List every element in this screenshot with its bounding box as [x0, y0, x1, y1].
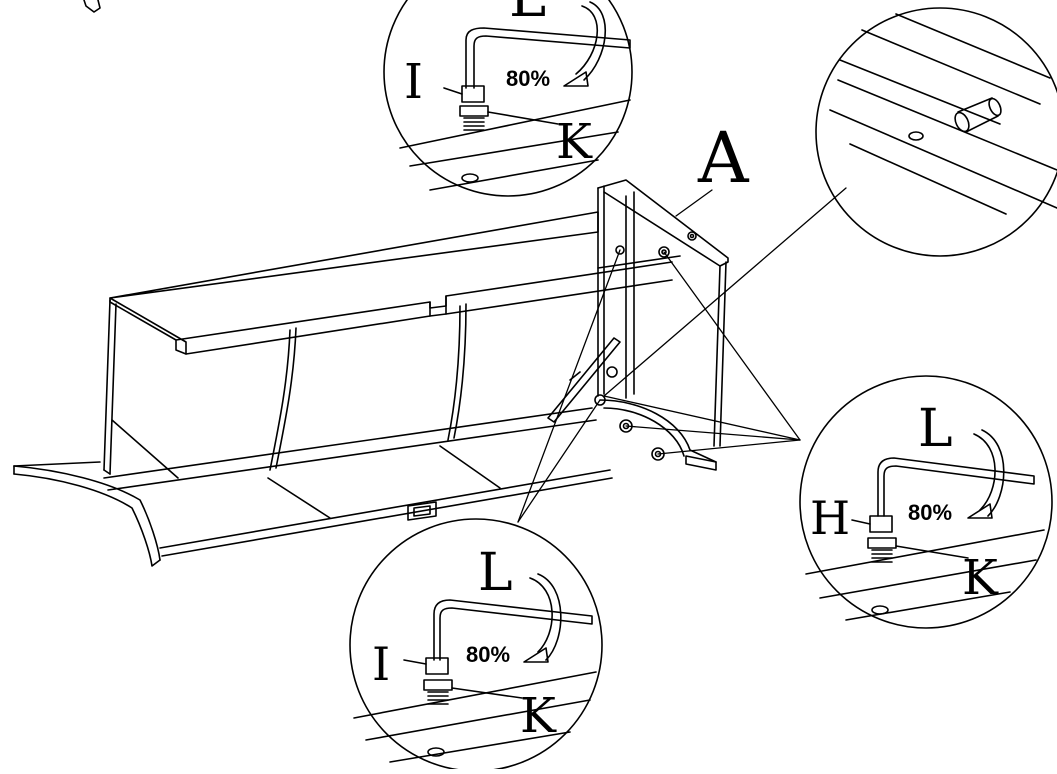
detail-circle-top: L I K 80%	[383, 0, 633, 197]
allen-key-icon	[465, 27, 631, 89]
top-fastener-left-label: I	[404, 54, 423, 110]
bottom-torque-label: 80%	[466, 642, 510, 667]
right-fastener-left-label: H	[810, 491, 850, 545]
bolt-icon	[867, 515, 897, 563]
top-torque-label: 80%	[506, 66, 550, 91]
corner-fragment	[83, 0, 101, 13]
main-frame	[13, 179, 729, 567]
rotate-arrow-icon	[563, 1, 607, 87]
detail-circle-bottom: L I K 80%	[349, 518, 603, 772]
leader-lines	[517, 187, 847, 523]
bottom-tool-label: L	[478, 543, 513, 603]
rotate-arrow-icon	[523, 573, 562, 663]
bottom-fastener-right-label: K	[520, 688, 557, 744]
right-tool-label: L	[918, 399, 953, 459]
detail-circle-right: L H K 80%	[799, 375, 1053, 629]
right-fastener-right-label: K	[962, 550, 999, 606]
bottom-fastener-left-label: I	[372, 637, 390, 691]
top-tool-label: L	[509, 0, 546, 30]
allen-key-icon	[877, 457, 1035, 517]
top-fastener-right-label: K	[556, 114, 593, 170]
detail-circle-dowel	[815, 7, 1057, 257]
part-a-label: A	[697, 117, 750, 199]
bolt-icon	[459, 85, 489, 131]
bolt-icon	[423, 657, 453, 705]
dowel-pin-icon	[954, 97, 1002, 133]
right-torque-label: 80%	[908, 500, 952, 525]
allen-key-icon	[433, 599, 593, 661]
rotate-arrow-icon	[967, 429, 1005, 519]
